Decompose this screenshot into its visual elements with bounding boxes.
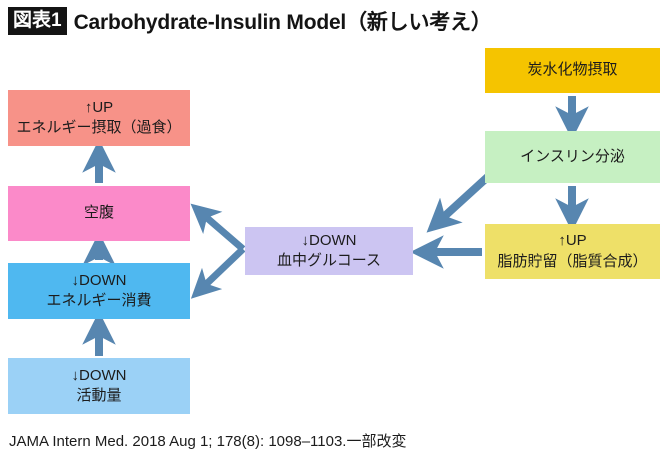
node-hunger-line1: 空腹	[83, 204, 114, 222]
node-activity-line1: ↓DOWN	[71, 366, 127, 384]
node-fat-storage-line1: ↑UP	[558, 232, 587, 250]
node-energy-expenditure: ↓DOWN エネルギー消費	[8, 263, 190, 319]
arrow-glucose-to-hunger-and-expenditure	[190, 203, 246, 299]
node-energy-intake: ↑UP エネルギー摂取（過食）	[8, 90, 190, 146]
node-carbohydrate-intake: 炭水化物摂取	[485, 48, 660, 93]
node-activity-line2: 活動量	[76, 387, 122, 404]
node-energy-intake-line1: ↑UP	[84, 98, 114, 116]
node-fat-storage: ↑UP 脂肪貯留（脂質合成）	[485, 224, 660, 279]
arrow-insulin-to-glucose	[426, 170, 495, 233]
node-insulin-secretion-line1: インスリン分泌	[520, 147, 625, 165]
node-blood-glucose-line1: ↓DOWN	[301, 231, 357, 249]
node-insulin-secretion: インスリン分泌	[485, 131, 660, 183]
node-carbohydrate-intake-line1: 炭水化物摂取	[527, 61, 618, 79]
node-activity: ↓DOWN 活動量	[8, 358, 190, 414]
node-blood-glucose: ↓DOWN 血中グルコース	[245, 227, 413, 275]
node-energy-expenditure-line2: エネルギー消費	[46, 292, 152, 309]
figure-number-badge: 図表1	[8, 7, 67, 35]
node-hunger: 空腹	[8, 186, 190, 241]
node-energy-expenditure-line1: ↓DOWN	[71, 271, 127, 289]
source-citation: JAMA Intern Med. 2018 Aug 1; 178(8): 109…	[9, 433, 407, 450]
node-energy-intake-line2: エネルギー摂取（過食）	[16, 119, 182, 136]
figure-title-text: Carbohydrate-Insulin Model（新しい考え）	[73, 11, 492, 34]
node-blood-glucose-line2: 血中グルコース	[277, 252, 381, 269]
node-fat-storage-line2: 脂肪貯留（脂質合成）	[497, 252, 648, 270]
page-title: 図表1 Carbohydrate-Insulin Model（新しい考え）	[8, 6, 492, 36]
